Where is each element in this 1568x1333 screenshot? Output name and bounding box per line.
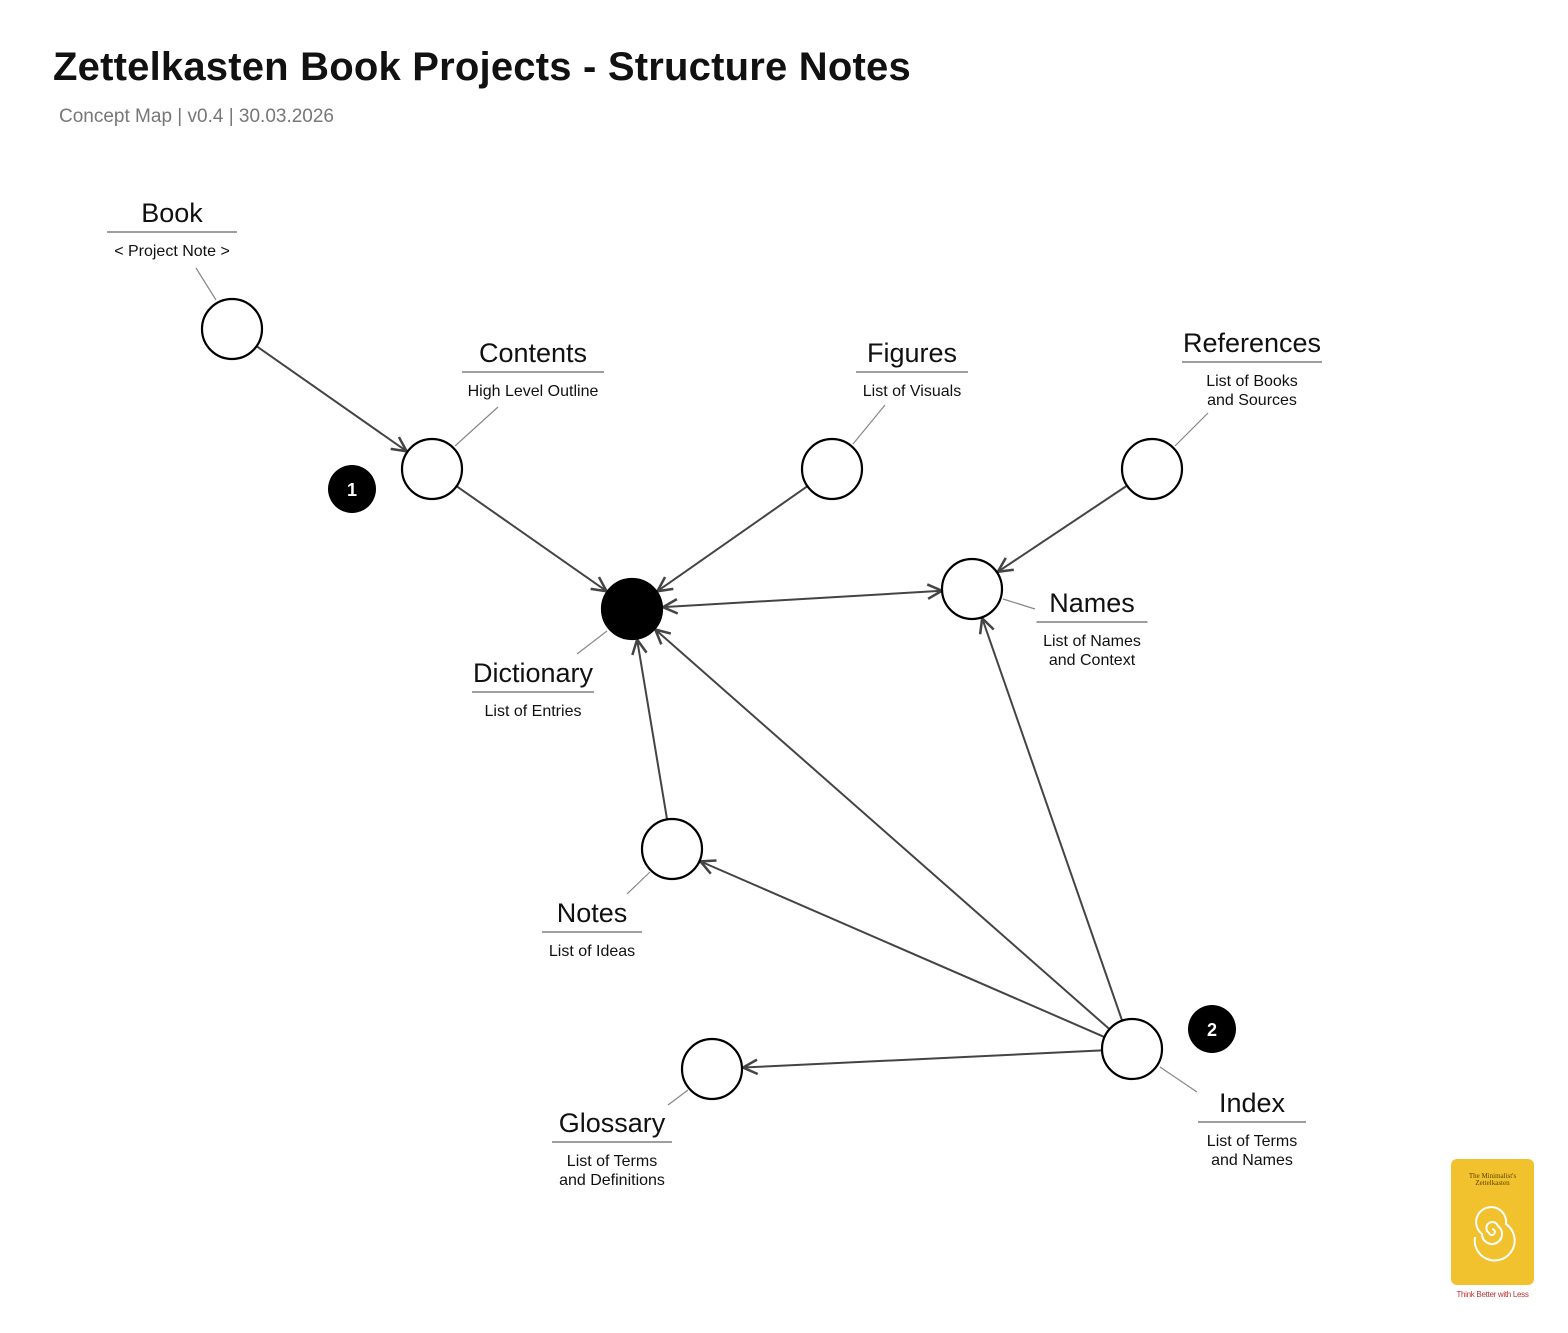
edge-names-to-dictionary [663, 591, 942, 607]
figures-description: List of Visuals [863, 383, 961, 400]
node-dictionary[interactable] [600, 577, 664, 641]
edge-index-to-notes [700, 861, 1105, 1038]
glossary-leader-line [667, 1089, 689, 1106]
edge-index-to-dictionary [655, 629, 1111, 1030]
logo-tagline: Think Better with Less [1456, 1290, 1529, 1299]
edge-book-to-contents [256, 345, 407, 451]
node-contents[interactable] [400, 437, 464, 501]
edge-index-to-glossary [743, 1049, 1103, 1067]
names-title: Names [1049, 588, 1135, 618]
page-subtitle: Concept Map | v0.4 | 30.03.2026 [59, 106, 334, 127]
book-leader-line [195, 267, 217, 301]
node-references[interactable] [1120, 437, 1184, 501]
glossary-title: Glossary [559, 1108, 666, 1138]
references-description: List of Books [1206, 373, 1298, 390]
figures-title: Figures [867, 338, 957, 368]
names-leader-line [1002, 598, 1036, 610]
node-notes[interactable] [640, 817, 704, 881]
contents-title: Contents [479, 338, 587, 368]
dictionary-description: List of Entries [485, 703, 582, 720]
page-title: Zettelkasten Book Projects - Structure N… [53, 45, 911, 89]
index-description: and Names [1211, 1152, 1293, 1169]
glossary-description: List of Terms [567, 1153, 657, 1170]
notes-description: List of Ideas [549, 943, 635, 960]
glossary-description: and Definitions [559, 1172, 665, 1189]
index-leader-line [1159, 1066, 1198, 1093]
edge-notes-to-dictionary [637, 640, 669, 820]
node-index[interactable] [1100, 1017, 1164, 1081]
node-book[interactable] [200, 297, 264, 361]
figures-leader-line [852, 404, 886, 445]
index-description: List of Terms [1207, 1133, 1297, 1150]
badge-1: 1 [328, 465, 376, 513]
edge-references-to-names [998, 484, 1128, 572]
svg-text:1: 1 [347, 480, 357, 500]
references-description: and Sources [1207, 392, 1297, 409]
index-title: Index [1219, 1088, 1286, 1118]
names-description: List of Names [1043, 633, 1141, 650]
references-title: References [1183, 328, 1321, 358]
notes-leader-line [626, 871, 651, 895]
notes-title: Notes [557, 898, 628, 928]
book-title: Book [141, 198, 203, 228]
references-leader-line [1174, 412, 1209, 447]
badge-2: 2 [1188, 1005, 1236, 1053]
dictionary-title: Dictionary [473, 658, 594, 688]
svg-text:2: 2 [1207, 1020, 1217, 1040]
edge-figures-to-dictionary [657, 485, 808, 591]
edge-contents-to-dictionary [456, 485, 607, 591]
names-description: and Context [1049, 652, 1136, 669]
dictionary-leader-line [576, 630, 608, 655]
book-description: < Project Note > [114, 243, 230, 260]
node-names[interactable] [940, 557, 1004, 621]
node-glossary[interactable] [680, 1037, 744, 1101]
node-figures[interactable] [800, 437, 864, 501]
contents-leader-line [454, 406, 499, 447]
edge-index-to-names [982, 618, 1124, 1021]
contents-description: High Level Outline [468, 383, 599, 400]
spiral-icon [1473, 1206, 1516, 1262]
